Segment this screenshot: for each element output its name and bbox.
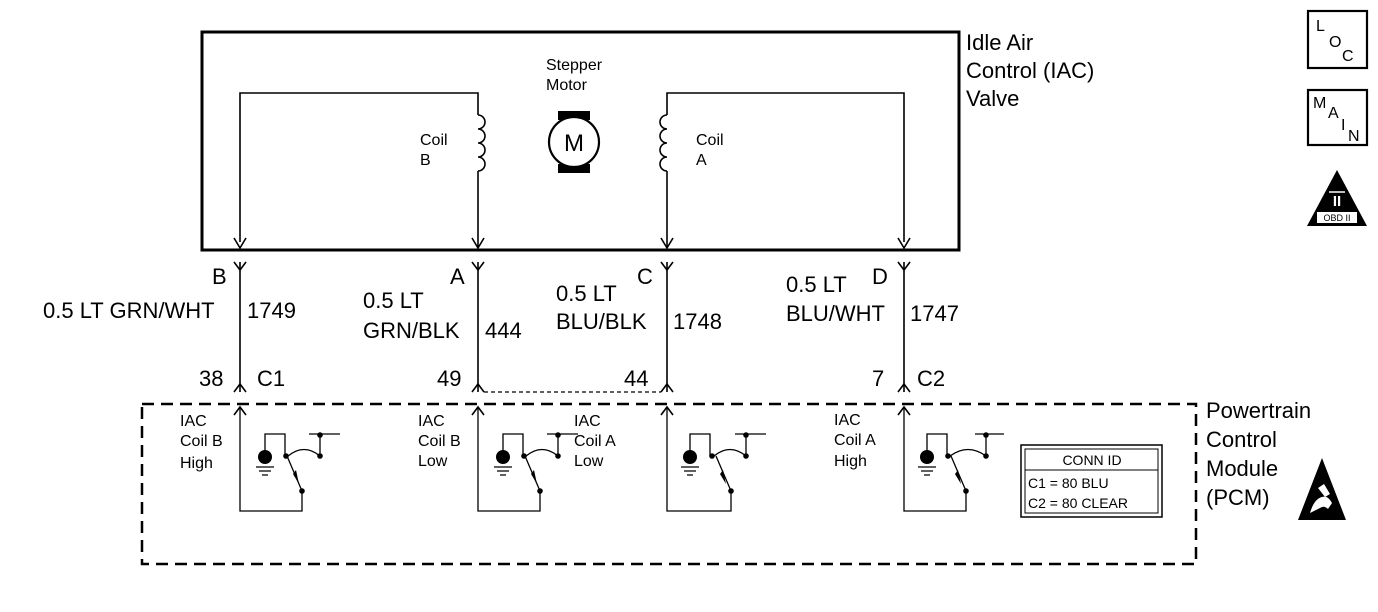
driver-circuit-4 <box>897 405 1004 512</box>
wire-1-circuit: 1749 <box>247 298 296 323</box>
wire-2-circuit: 444 <box>485 318 522 343</box>
pin-label-d: D <box>872 264 888 289</box>
main-letter-m: M <box>1313 95 1326 112</box>
coil-b-winding <box>477 114 486 172</box>
pcm-title-line-3: Module <box>1206 456 1278 481</box>
driver-2-label-1: IAC <box>418 413 445 430</box>
iac-valve-box <box>200 30 961 252</box>
pin-label-b: B <box>212 264 227 289</box>
driver-4-label-2: Coil A <box>834 432 876 449</box>
loc-letter-c: C <box>1342 48 1354 65</box>
conn-id-row-1: C1 = 80 BLU <box>1028 475 1109 491</box>
main-icon: M A I N <box>1306 88 1369 147</box>
connector-c2: C2 <box>917 366 945 391</box>
driver-circuit-1 <box>233 405 340 512</box>
loc-icon: L O C <box>1306 9 1369 70</box>
arrow-icon <box>233 237 485 250</box>
wire-2-color-2: GRN/BLK <box>363 318 460 343</box>
coil-b-label-1: Coil <box>420 132 448 149</box>
coil-a-label-1: Coil <box>696 132 724 149</box>
wire-3-color-1: 0.5 LT <box>556 281 617 306</box>
pcm-title-line-1: Powertrain <box>1206 398 1311 423</box>
pcm-pin-38: 38 <box>199 366 223 391</box>
driver-1-label-3: High <box>180 455 213 472</box>
motor-symbol: M <box>564 130 584 157</box>
iac-title-line-1: Idle Air <box>966 30 1033 55</box>
driver-3-label-1: IAC <box>574 413 601 430</box>
arrow-icon <box>660 237 911 250</box>
driver-1-label-1: IAC <box>180 413 207 430</box>
main-letter-n: N <box>1348 128 1360 145</box>
driver-4-label-1: IAC <box>834 412 861 429</box>
driver-ground-icon <box>920 450 934 464</box>
ground-symbol-icon <box>256 466 274 476</box>
driver-3-label-3: Low <box>574 453 604 470</box>
pcm-title-line-2: Control <box>1206 427 1277 452</box>
conn-id-table <box>1020 444 1163 518</box>
motor-icon: M <box>547 111 601 173</box>
driver-switch-lines <box>239 407 340 512</box>
pcm-box <box>140 402 1198 566</box>
pcm-pin-7: 7 <box>872 366 884 391</box>
coil-b-label-2: B <box>420 152 431 169</box>
iac-title-line-3: Valve <box>966 86 1019 111</box>
driver-2-label-2: Coil B <box>418 433 461 450</box>
pcm-pin-44: 44 <box>624 366 648 391</box>
wire-1-color: 0.5 LT GRN/WHT <box>43 298 215 323</box>
coil-b-wire-top <box>239 92 479 242</box>
wire-3-circuit: 1748 <box>673 309 722 334</box>
loc-letter-l: L <box>1316 18 1325 35</box>
switch-arrow-icon <box>531 470 537 484</box>
motor-label-1: Stepper <box>546 57 603 74</box>
coil-a-wire-top <box>666 92 905 242</box>
driver-switch-lines <box>477 407 578 512</box>
pin-label-c: C <box>637 264 653 289</box>
iac-title-line-2: Control (IAC) <box>966 58 1094 83</box>
ground-symbol-icon <box>918 466 936 476</box>
wire-3-color-2: BLU/BLK <box>556 309 647 334</box>
driver-ground-icon <box>496 450 510 464</box>
connector-pin-icon <box>233 261 911 272</box>
driver-2-label-3: Low <box>418 453 448 470</box>
ground-symbol-icon <box>681 466 699 476</box>
pcm-title-line-4: (PCM) <box>1206 485 1270 510</box>
driver-3-label-2: Coil A <box>574 433 616 450</box>
connector-c1: C1 <box>257 366 285 391</box>
pcm-pin-49: 49 <box>437 366 461 391</box>
driver-4-label-3: High <box>834 453 867 470</box>
driver-ground-icon <box>258 450 272 464</box>
wire-2-color-1: 0.5 LT <box>363 288 424 313</box>
harness-wires <box>239 262 905 392</box>
coil-a-label-2: A <box>696 152 707 169</box>
switch-arrow-icon <box>720 470 726 484</box>
driver-1-label-2: Coil B <box>180 433 223 450</box>
wire-4-color-2: BLU/WHT <box>786 301 885 326</box>
pin-label-a: A <box>450 264 465 289</box>
ground-symbol-icon <box>494 466 512 476</box>
wire-4-circuit: 1747 <box>910 301 959 326</box>
obd-numeral: II <box>1333 193 1341 210</box>
main-letter-a: A <box>1328 105 1339 122</box>
motor-label-2: Motor <box>546 77 588 94</box>
obd-ii-icon: II OBD II <box>1307 170 1367 226</box>
main-letter-i: I <box>1341 117 1345 134</box>
obd-label: OBD II <box>1323 213 1350 223</box>
connector-pin-icon <box>233 382 911 393</box>
switch-arrow-icon <box>955 470 961 484</box>
loc-letter-o: O <box>1329 34 1341 51</box>
conn-id-header: CONN ID <box>1062 452 1121 468</box>
conn-id-row-2: C2 = 80 CLEAR <box>1028 495 1128 511</box>
switch-arrow-icon <box>293 470 299 484</box>
wire-4-color-1: 0.5 LT <box>786 272 847 297</box>
driver-ground-icon <box>683 450 697 464</box>
driver-circuit-2 <box>471 405 578 512</box>
driver-circuit-3 <box>660 405 766 512</box>
driver-switch-lines <box>666 407 766 512</box>
esd-warning-icon <box>1298 458 1346 520</box>
driver-switch-lines <box>903 407 1004 512</box>
coil-a-winding <box>659 114 668 172</box>
